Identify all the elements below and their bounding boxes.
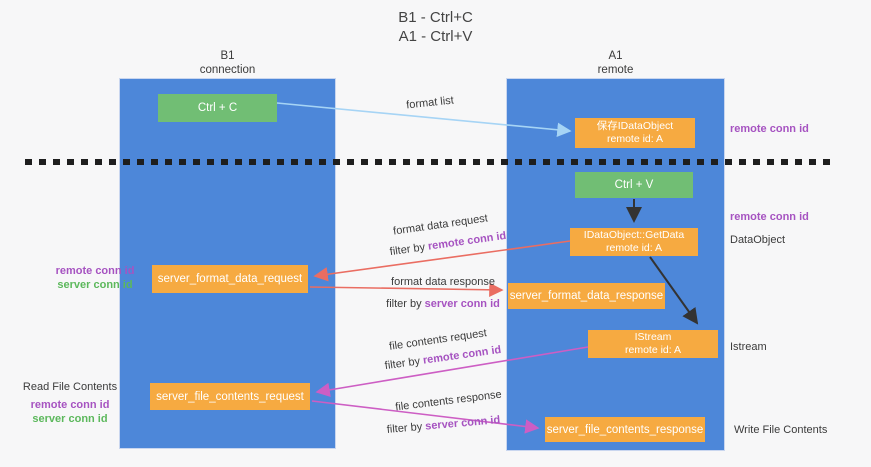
format-list-label: format list (405, 94, 455, 112)
getdata-line2: remote id: A (605, 242, 663, 254)
format-response-filter: filter by server conn id (378, 298, 508, 310)
lane-b1-subtitle: connection (199, 64, 256, 76)
format-response-label: format data response (391, 276, 495, 288)
file-response-filter-key: server conn id (424, 414, 501, 433)
istream-line2: remote id: A (624, 344, 682, 356)
server-format-data-request-box: server_format_data_request (152, 265, 308, 293)
save-dataobject-line2: remote id: A (606, 133, 664, 145)
title-line-2: A1 - Ctrl+V (398, 28, 473, 45)
save-dataobject-line1: 保存IDataObject (596, 120, 674, 132)
idataobject-getdata-box: IDataObject::GetData remote id: A (570, 228, 698, 256)
format-left-server-conn-id: server conn id (57, 279, 133, 291)
lane-header-b1: B1 connection (119, 49, 336, 77)
ctrl-c-label: Ctrl + C (197, 102, 238, 114)
istream-side-label: Istream (730, 341, 767, 353)
server-format-data-response-label: server_format_data_response (509, 290, 664, 302)
format-request-filter-key: remote conn id (427, 229, 507, 253)
lane-header-a1: A1 remote (506, 49, 725, 77)
title-line-1: B1 - Ctrl+C (398, 9, 473, 26)
ctrl-v-label: Ctrl + V (614, 179, 654, 191)
lane-b1-title: B1 (220, 50, 235, 62)
server-file-contents-response-label: server_file_contents_response (546, 423, 704, 436)
format-response-filter-prefix: filter by (386, 298, 425, 310)
dataobject-label: DataObject (730, 234, 786, 246)
format-left-remote-conn-id: remote conn id (55, 265, 135, 277)
istream-line1: IStream (634, 331, 672, 343)
format-request-filter-prefix: filter by (389, 240, 429, 259)
diagram-title: B1 - Ctrl+C A1 - Ctrl+V (0, 8, 871, 46)
read-file-contents-label: Read File Contents (22, 381, 118, 393)
file-request-filter-prefix: filter by (384, 354, 424, 373)
ctrl-c-box: Ctrl + C (158, 94, 277, 122)
server-format-data-request-label: server_format_data_request (157, 273, 303, 285)
getdata-line1: IDataObject::GetData (583, 229, 685, 241)
write-file-contents-label: Write File Contents (734, 424, 828, 436)
file-left-server-conn-id: server conn id (32, 413, 108, 425)
file-response-filter: filter by server conn id (376, 413, 512, 437)
file-left-remote-conn-id: remote conn id (30, 399, 110, 411)
format-response-filter-key: server conn id (424, 298, 500, 310)
ctrl-v-box: Ctrl + V (575, 172, 693, 198)
server-format-data-response-box: server_format_data_response (508, 283, 665, 309)
istream-box: IStream remote id: A (588, 330, 718, 358)
server-file-contents-request-box: server_file_contents_request (150, 383, 310, 410)
file-response-filter-prefix: filter by (386, 420, 426, 436)
remote-conn-id-mid-label: remote conn id (730, 211, 809, 223)
server-file-contents-request-label: server_file_contents_request (156, 390, 304, 403)
server-file-contents-response-box: server_file_contents_response (545, 417, 705, 442)
lane-a1-subtitle: remote (597, 64, 634, 76)
lane-a1-title: A1 (608, 50, 623, 62)
remote-conn-id-top-label: remote conn id (730, 123, 809, 135)
file-response-label: file contents response (394, 388, 503, 414)
save-dataobject-box: 保存IDataObject remote id: A (575, 118, 695, 148)
file-request-filter-key: remote conn id (422, 343, 502, 367)
